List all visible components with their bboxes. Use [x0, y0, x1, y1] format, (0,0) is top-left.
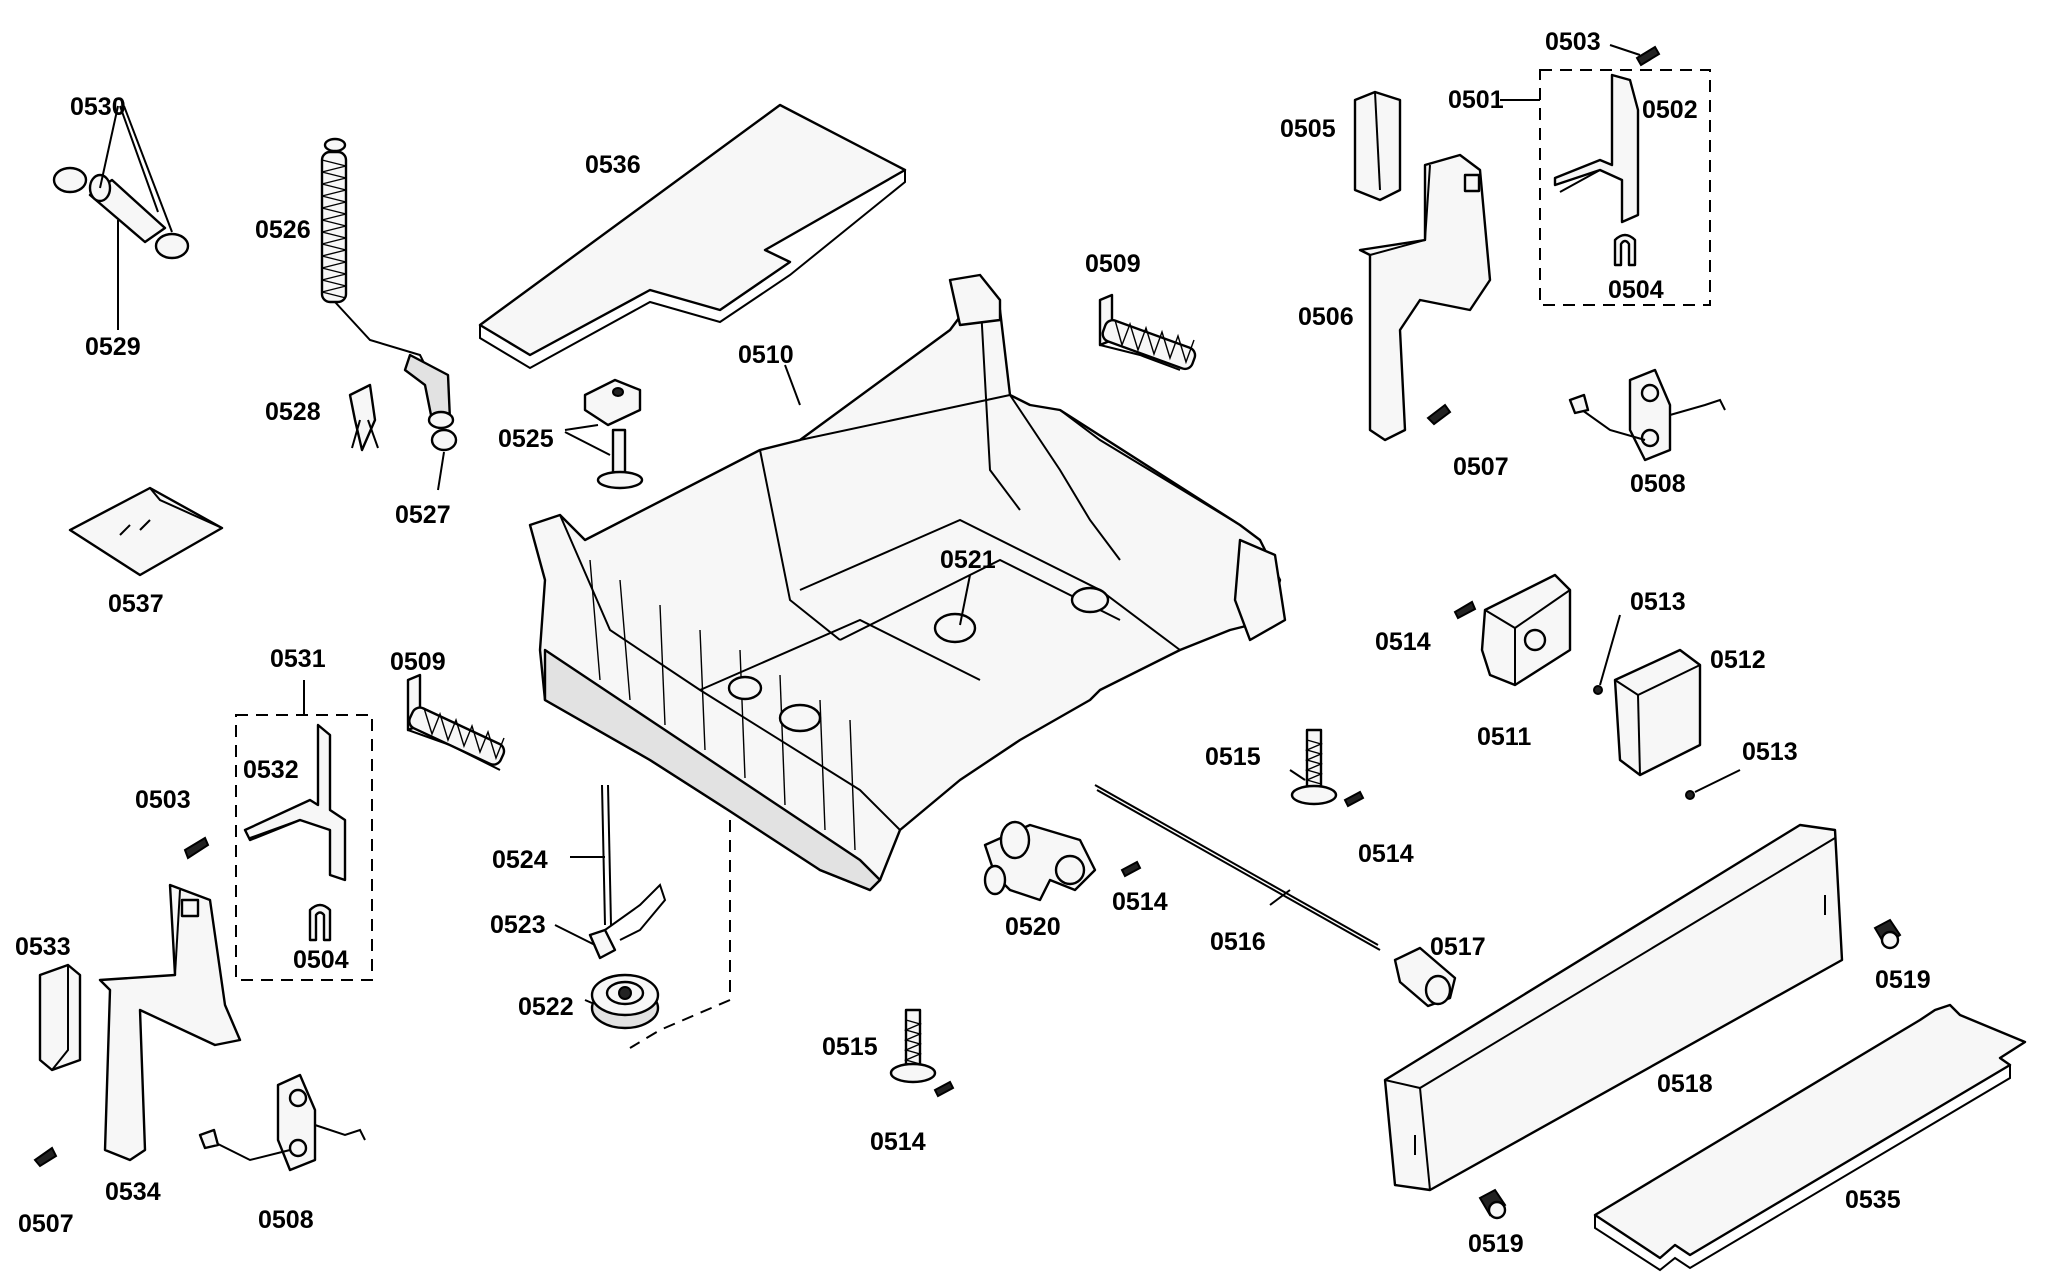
label-0519-right: 0519	[1875, 966, 1931, 994]
label-0514-valve: 0514	[1112, 888, 1168, 916]
part-0509-spring-upper	[1098, 293, 1197, 371]
part-0535-bottom-plate	[1593, 1003, 2027, 1272]
part-0537-hardware-bag	[68, 486, 224, 577]
part-0533-cover	[38, 963, 82, 1072]
label-0512: 0512	[1710, 646, 1766, 674]
label-0515-lower: 0515	[822, 1033, 878, 1061]
part-0509-spring-lower	[406, 673, 506, 771]
part-0528-clip	[348, 383, 379, 452]
label-0519-lower: 0519	[1468, 1230, 1524, 1258]
label-0529: 0529	[85, 333, 141, 361]
label-0507-top: 0507	[1453, 453, 1509, 481]
part-0510-base-tub	[528, 273, 1287, 892]
label-0522: 0522	[518, 993, 574, 1021]
label-0504-top: 0504	[1608, 276, 1664, 304]
part-0515-leveling-foot-lower	[889, 1008, 937, 1084]
part-0507-screw-upper	[1426, 403, 1452, 426]
part-0506-bracket	[1358, 153, 1492, 442]
label-0506: 0506	[1298, 303, 1354, 331]
label-0504-lower: 0504	[293, 946, 349, 974]
part-0508-latch-lower	[198, 1073, 366, 1172]
part-0507-screw-lower	[33, 1146, 58, 1168]
label-0518: 0518	[1657, 1070, 1713, 1098]
label-0528: 0528	[265, 398, 321, 426]
label-0503-top: 0503	[1545, 28, 1601, 56]
part-0530-0529-hose-clamps	[52, 105, 190, 330]
label-0509-top: 0509	[1085, 250, 1141, 278]
label-0517: 0517	[1430, 933, 1486, 961]
label-0527: 0527	[395, 501, 451, 529]
label-0515-right: 0515	[1205, 743, 1261, 771]
label-0510: 0510	[738, 341, 794, 369]
label-0509-lower: 0509	[390, 648, 446, 676]
part-0526-drain-hose	[320, 137, 458, 491]
part-0512-cover	[1613, 648, 1702, 777]
label-0516: 0516	[1210, 928, 1266, 956]
label-0501: 0501	[1448, 86, 1504, 114]
label-0524: 0524	[492, 846, 548, 874]
label-0513-top: 0513	[1630, 588, 1686, 616]
part-0505-cover	[1353, 90, 1402, 202]
label-0525: 0525	[498, 425, 554, 453]
part-0518-kick-plate	[1383, 823, 1844, 1192]
label-0536: 0536	[585, 151, 641, 179]
label-0502: 0502	[1642, 96, 1698, 124]
label-0514-mid: 0514	[1358, 840, 1414, 868]
label-0514-right: 0514	[1375, 628, 1431, 656]
part-0525-bracket-foot	[564, 378, 644, 490]
label-0520: 0520	[1005, 913, 1061, 941]
label-0531: 0531	[270, 645, 326, 673]
part-0534-bracket	[98, 883, 242, 1162]
label-0533: 0533	[15, 933, 71, 961]
label-0507-lower: 0507	[18, 1210, 74, 1238]
part-0514-screws	[933, 600, 1477, 1098]
part-0508-latch-upper	[1568, 368, 1726, 462]
part-0503-screw-upper	[1609, 44, 1661, 67]
part-0504-clip-lower	[308, 903, 332, 942]
label-0508-lower: 0508	[258, 1206, 314, 1234]
part-0517-knob	[1393, 946, 1457, 1008]
part-0524-sensor-wire	[554, 784, 667, 960]
part-0516-rod	[1094, 784, 1381, 951]
label-0521: 0521	[940, 546, 996, 574]
callout-labels: 0503 0501 0502 0505 0504 0506 0507 0508 …	[15, 28, 1931, 1258]
label-0535: 0535	[1845, 1186, 1901, 1214]
label-0508-top: 0508	[1630, 470, 1686, 498]
label-0523: 0523	[490, 911, 546, 939]
label-0513-lower: 0513	[1742, 738, 1798, 766]
part-0504-clip-upper	[1613, 233, 1637, 267]
part-0532-bracket	[243, 723, 347, 882]
label-0526: 0526	[255, 216, 311, 244]
label-0505: 0505	[1280, 115, 1336, 143]
label-0511: 0511	[1477, 723, 1531, 751]
part-0511-housing	[1480, 573, 1572, 687]
part-0513-screws	[1593, 614, 1741, 800]
part-0536-cover-plate	[478, 103, 907, 370]
part-0519-screws	[1478, 918, 1902, 1220]
label-0530: 0530	[70, 93, 126, 121]
label-0532: 0532	[243, 756, 299, 784]
part-0520-water-valve	[983, 820, 1097, 902]
part-0522-impeller	[584, 973, 660, 1030]
part-0515-leveling-foot-right	[1289, 728, 1338, 806]
label-0534: 0534	[105, 1178, 161, 1206]
part-0503-screw-lower	[183, 836, 210, 860]
label-0503-lower: 0503	[135, 786, 191, 814]
label-0537: 0537	[108, 590, 164, 618]
label-0514-lower: 0514	[870, 1128, 926, 1156]
part-0502-bracket	[1553, 73, 1640, 224]
